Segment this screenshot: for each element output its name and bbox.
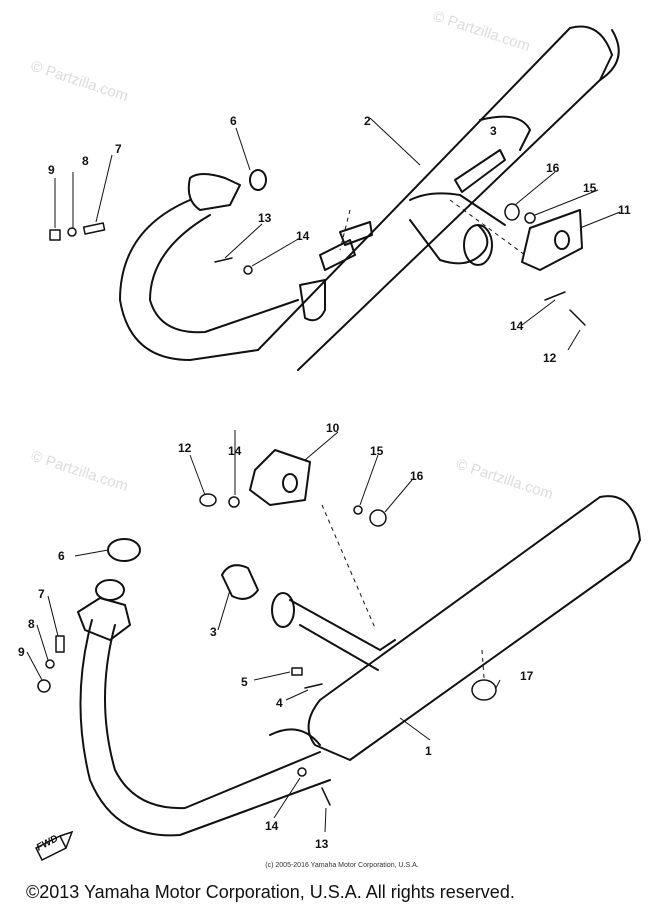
callout-14: 14 (510, 319, 524, 333)
leader-lines (26, 117, 621, 833)
bolt-9 (49, 229, 61, 241)
top-callouts: 2 3 6 7 8 9 11 12 13 14 14 15 16 (48, 114, 631, 365)
callout-15: 15 (583, 181, 597, 195)
callout-10: 10 (326, 421, 340, 435)
callout-16: 16 (410, 469, 424, 483)
top-heat-shield (454, 115, 531, 193)
callout-14: 14 (265, 819, 279, 833)
callout-3: 3 (210, 625, 217, 639)
bottom-callouts: 1 3 4 5 6 7 8 9 10 12 13 14 14 15 16 17 (18, 421, 534, 851)
top-exhaust-flange (187, 169, 267, 211)
bottom-exhaust-pipe (79, 619, 331, 837)
callout-12: 12 (178, 441, 192, 455)
cap-17 (471, 679, 497, 701)
bolt-12 (199, 493, 217, 507)
top-clamp (319, 221, 373, 271)
bolt-12 (569, 309, 586, 326)
bolt-14 (544, 291, 566, 301)
small-copyright: (c) 2005-2016 Yamaha Motor Corporation, … (265, 862, 419, 869)
pin-7 (82, 222, 106, 235)
callout-16: 16 (546, 161, 560, 175)
callout-1: 1 (425, 744, 432, 758)
callout-11: 11 (618, 203, 631, 217)
nut-16 (369, 509, 387, 527)
callout-2: 2 (364, 114, 371, 128)
footer-copyright: ©2013 Yamaha Motor Corporation, U.S.A. A… (26, 882, 515, 902)
washer-14 (297, 767, 307, 777)
watermark: © Partzilla.com (29, 448, 130, 495)
callout-7: 7 (38, 587, 45, 601)
callout-3: 3 (490, 124, 497, 138)
bottom-bracket-10 (249, 449, 311, 506)
top-mount-bracket (299, 279, 326, 322)
callout-9: 9 (48, 163, 55, 177)
pin-7 (55, 635, 65, 653)
bottom-muffler (307, 495, 641, 761)
nut-16 (504, 203, 520, 221)
washer-15 (524, 212, 536, 224)
callout-8: 8 (82, 154, 89, 168)
callout-14: 14 (228, 444, 242, 458)
top-bracket-11 (521, 209, 583, 271)
bottom-joint-3 (221, 564, 259, 600)
callout-6: 6 (230, 114, 237, 128)
bottom-flange (77, 579, 131, 641)
callout-4: 4 (276, 696, 283, 710)
bolt-13 (214, 257, 233, 263)
watermark: © Partzilla.com (454, 456, 555, 503)
top-muffler (257, 25, 620, 371)
top-exhaust-pipe (119, 199, 299, 361)
callout-13: 13 (258, 211, 272, 225)
callout-9: 9 (18, 645, 25, 659)
callout-13: 13 (315, 837, 329, 851)
bolt-4 (304, 683, 323, 689)
callout-15: 15 (370, 444, 384, 458)
callout-8: 8 (28, 617, 35, 631)
bottom-joint-pipe (271, 592, 396, 671)
bolt-9 (37, 679, 51, 693)
callout-6: 6 (58, 549, 65, 563)
top-joint-pipe (409, 192, 506, 266)
bottom-gasket-6 (107, 538, 141, 562)
callout-5: 5 (241, 675, 248, 689)
washer-8 (45, 659, 55, 669)
callout-12: 12 (543, 351, 557, 365)
washer-5 (291, 667, 303, 676)
callout-14: 14 (296, 229, 310, 243)
washer-14 (228, 496, 240, 508)
callout-7: 7 (115, 142, 122, 156)
fwd-arrow (34, 830, 74, 862)
washer-8 (67, 227, 77, 237)
watermark: © Partzilla.com (431, 8, 532, 55)
washer-15 (353, 505, 363, 515)
watermark: © Partzilla.com (29, 58, 130, 105)
bolt-13 (321, 787, 331, 806)
washer-14 (243, 265, 253, 275)
callout-17: 17 (520, 669, 534, 683)
